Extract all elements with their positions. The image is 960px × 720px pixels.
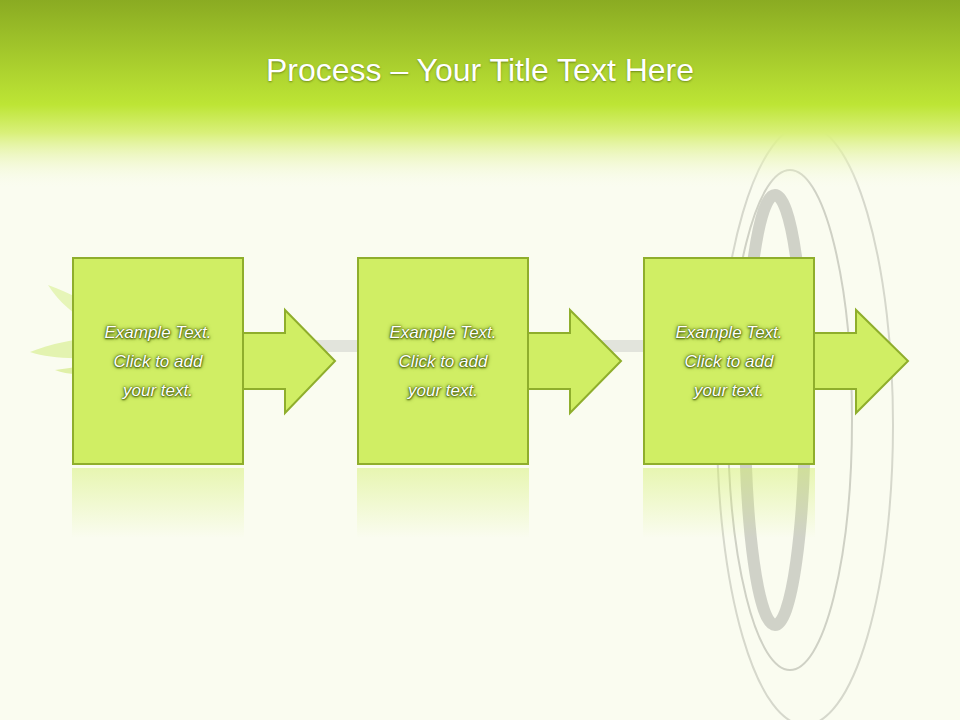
block-arrow xyxy=(526,310,621,413)
process-box: Example Text. Click to add your text. xyxy=(643,257,815,465)
box-text: Example Text. Click to add your text. xyxy=(96,318,220,405)
box-text: Example Text. Click to add your text. xyxy=(381,318,505,405)
block-arrow xyxy=(241,310,335,413)
header-band xyxy=(0,0,960,190)
reflections xyxy=(72,468,815,538)
slide-title: Process – Your Title Text Here xyxy=(0,52,960,89)
final-arrow xyxy=(812,310,908,413)
process-box: Example Text. Click to add your text. xyxy=(357,257,529,465)
box-text: Example Text. Click to add your text. xyxy=(667,318,791,405)
process-box: Example Text. Click to add your text. xyxy=(72,257,244,465)
